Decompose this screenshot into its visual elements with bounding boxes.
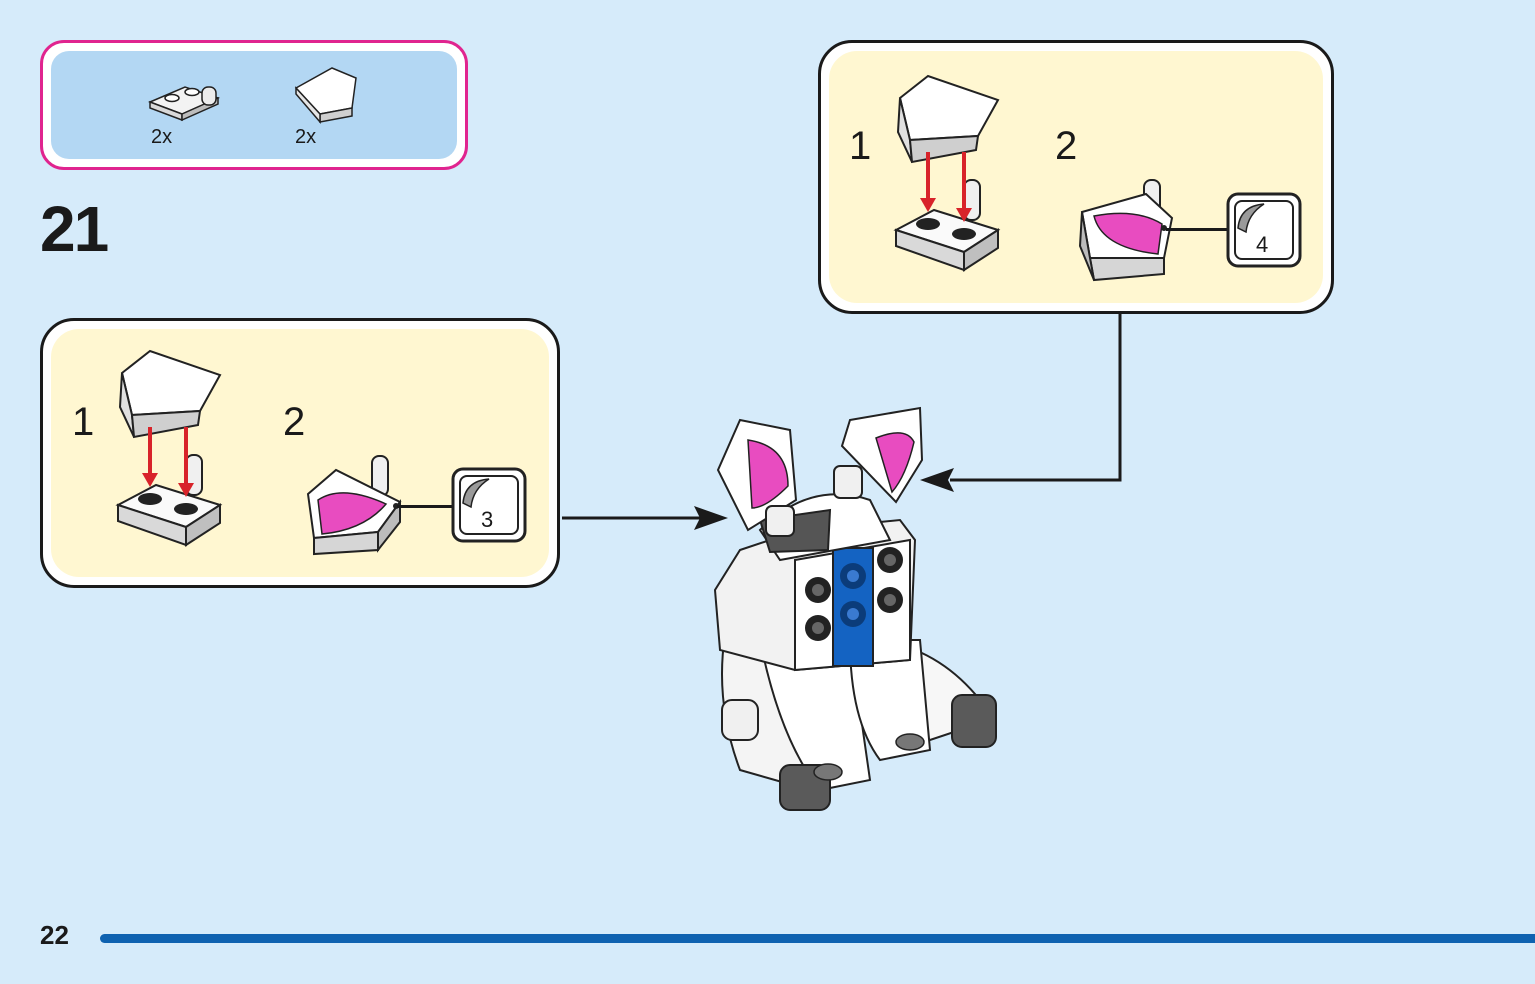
- sub-step-number: 2: [1055, 124, 1078, 168]
- sticker-pointer-line: [397, 505, 455, 508]
- sticker-callout: [1226, 192, 1302, 268]
- part-quantity: 2x: [151, 126, 173, 148]
- sub-assembly-callout-right: [818, 40, 1334, 314]
- ear-assembly-step1-illustration: [893, 74, 1001, 272]
- ear-assembly-step2-illustration: [1078, 179, 1174, 282]
- main-model-illustration: [713, 406, 997, 811]
- sub-step-number: 1: [72, 400, 95, 444]
- sticker-callout: [451, 467, 527, 543]
- sticker-pointer-line: [1166, 228, 1230, 231]
- parts-list-box: [40, 40, 468, 170]
- parts-list-inner: [51, 51, 457, 159]
- sticker-number: 3: [481, 507, 494, 532]
- step-number: 21: [40, 193, 109, 265]
- wedge-plate-icon: [294, 67, 357, 125]
- sub-step-number: 1: [849, 124, 872, 168]
- footer-rule: [100, 934, 1535, 943]
- sticker-number: 4: [1256, 232, 1269, 257]
- sub-assembly-callout-left: [40, 318, 560, 588]
- sub-step-number: 2: [283, 400, 306, 444]
- page-number: 22: [40, 920, 69, 950]
- assembly-arrows: [562, 314, 1122, 530]
- ear-assembly-step1-illustration: [115, 349, 223, 547]
- ear-assembly-step2-illustration: [306, 455, 402, 556]
- plate-with-clip-icon: [147, 86, 221, 122]
- part-quantity: 2x: [295, 126, 317, 148]
